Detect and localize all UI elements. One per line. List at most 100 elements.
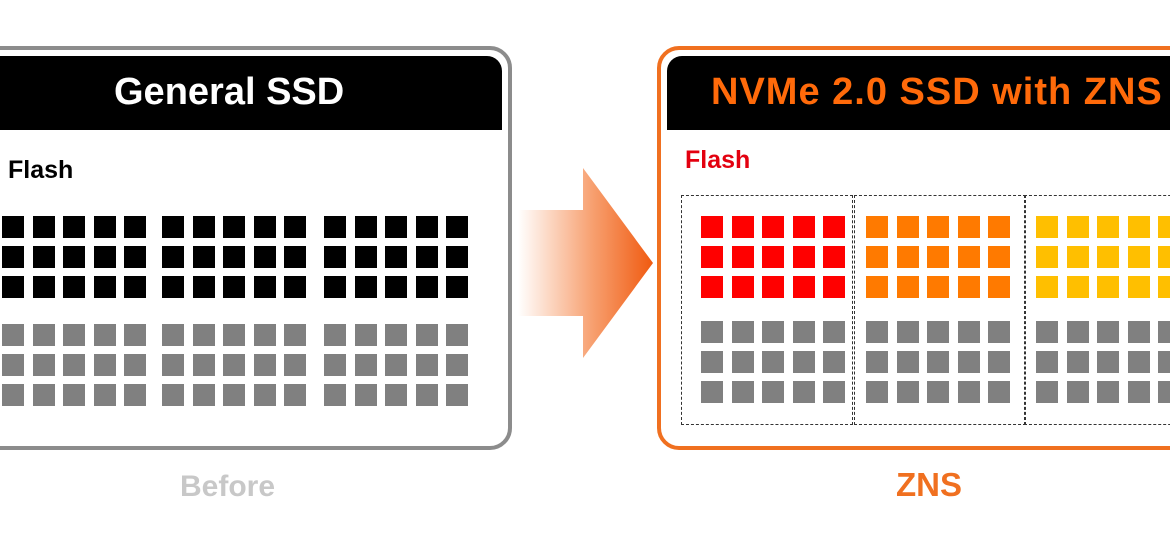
zone-3-block-used xyxy=(1066,246,1089,268)
flash-block-used xyxy=(253,276,276,298)
flash-block-used xyxy=(354,276,377,298)
flash-block-free xyxy=(284,354,306,376)
flash-block-free xyxy=(93,324,116,346)
zone-2-block-free xyxy=(896,351,919,373)
flash-block-used xyxy=(253,246,276,268)
zone-3-block-free xyxy=(1097,351,1119,373)
flash-block-free xyxy=(32,354,55,376)
flash-block-used xyxy=(415,246,438,268)
zone-3-block-free xyxy=(1066,321,1089,343)
flash-block-free xyxy=(162,324,184,346)
zone-1-block-used xyxy=(792,216,815,238)
flash-block-used xyxy=(63,276,85,298)
zone-3-block-used xyxy=(1097,216,1119,238)
flash-block-free xyxy=(32,384,55,406)
before-caption: Before xyxy=(180,470,276,503)
zone-3-block-free xyxy=(1127,351,1150,373)
zone-2-block-used xyxy=(988,276,1010,298)
flash-block-used xyxy=(2,276,24,298)
zone-2-block-used xyxy=(988,246,1010,268)
flash-block-free xyxy=(253,354,276,376)
flash-block-used xyxy=(162,276,184,298)
general-ssd-flash-label: Flash xyxy=(8,156,74,184)
zone-1-block-free xyxy=(792,381,815,403)
zone-1-block-free xyxy=(731,351,754,373)
flash-block-free xyxy=(63,324,85,346)
zone-3-block-free xyxy=(1066,351,1089,373)
flash-block-used xyxy=(162,216,184,238)
zone-2-block-free xyxy=(866,321,888,343)
zone-3-block-used xyxy=(1158,276,1170,298)
zone-3-block-used xyxy=(1097,246,1119,268)
flash-block-used xyxy=(93,276,116,298)
zone-1-block-free xyxy=(731,381,754,403)
zone-1-block-used xyxy=(762,276,784,298)
flash-block-used xyxy=(415,276,438,298)
zone-1-block-free xyxy=(823,381,845,403)
flash-block-used xyxy=(385,276,407,298)
flash-block-used xyxy=(63,246,85,268)
zone-3-block-free xyxy=(1097,381,1119,403)
zone-2-block-free xyxy=(988,351,1010,373)
flash-block-used xyxy=(93,246,116,268)
zone-2-block-free xyxy=(866,381,888,403)
zone-2-block-free xyxy=(927,381,949,403)
flash-block-free xyxy=(446,384,468,406)
flash-block-free xyxy=(32,324,55,346)
flash-block-used xyxy=(324,276,346,298)
zone-2-block-used xyxy=(896,216,919,238)
flash-block-used xyxy=(2,246,24,268)
right-arrow-icon xyxy=(518,168,653,358)
flash-block-used xyxy=(284,216,306,238)
zone-3-block-used xyxy=(1097,276,1119,298)
flash-block-free xyxy=(284,324,306,346)
zone-1-block-used xyxy=(701,246,723,268)
zone-1-block-free xyxy=(731,321,754,343)
flash-block-free xyxy=(385,384,407,406)
zone-2-block-free xyxy=(957,381,980,403)
flash-block-used xyxy=(32,246,55,268)
flash-block-used xyxy=(284,276,306,298)
zone-1-block-used xyxy=(762,216,784,238)
zone-2-block-free xyxy=(957,321,980,343)
zone-2-block-used xyxy=(988,216,1010,238)
flash-block-free xyxy=(223,354,245,376)
zns-ssd-title: NVMe 2.0 SSD with ZNS xyxy=(711,71,1163,113)
flash-block-used xyxy=(354,216,377,238)
flash-block-used xyxy=(93,216,116,238)
zone-2-block-free xyxy=(866,351,888,373)
flash-block-free xyxy=(162,384,184,406)
zone-3-block-free xyxy=(1127,381,1150,403)
zone-1-block-free xyxy=(762,381,784,403)
zone-1-block-used xyxy=(823,216,845,238)
zone-3-block-used xyxy=(1066,276,1089,298)
general-ssd-panel: General SSD Flash xyxy=(0,46,512,450)
flash-block-used xyxy=(32,216,55,238)
flash-block-free xyxy=(324,324,346,346)
flash-block-used xyxy=(446,216,468,238)
zone-1-block-used xyxy=(823,246,845,268)
flash-block-used xyxy=(223,276,245,298)
flash-block-free xyxy=(415,354,438,376)
zone-2-block-free xyxy=(988,321,1010,343)
zone-2-block-used xyxy=(957,276,980,298)
zone-3-block-used xyxy=(1036,216,1058,238)
zone-3-block-free xyxy=(1158,381,1170,403)
zone-2-block-free xyxy=(896,381,919,403)
flash-block-used xyxy=(63,216,85,238)
flash-block-free xyxy=(446,354,468,376)
flash-block-free xyxy=(354,354,377,376)
zone-2-block-used xyxy=(866,246,888,268)
flash-block-free xyxy=(324,354,346,376)
flash-block-free xyxy=(354,384,377,406)
flash-block-free xyxy=(63,354,85,376)
zone-1-block-used xyxy=(731,246,754,268)
zone-1-block-used xyxy=(792,276,815,298)
flash-block-free xyxy=(93,354,116,376)
flash-block-free xyxy=(253,324,276,346)
zone-2-block-free xyxy=(896,321,919,343)
flash-block-free xyxy=(2,384,24,406)
flash-block-used xyxy=(32,276,55,298)
general-ssd-title-bar: General SSD xyxy=(0,56,502,130)
zone-2-block-used xyxy=(957,246,980,268)
